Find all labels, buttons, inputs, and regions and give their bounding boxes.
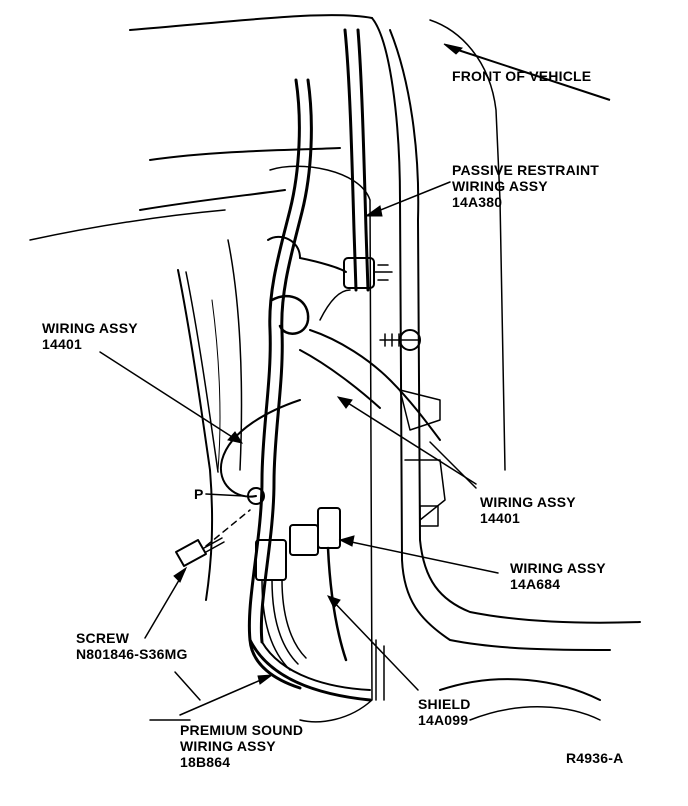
label-line: PASSIVE RESTRAINT: [452, 162, 600, 178]
screw-shank: [203, 537, 225, 553]
sill-line-2: [469, 706, 601, 721]
arrowhead-passive-restraint: [364, 205, 383, 217]
label-line: SCREW: [76, 630, 130, 646]
label-line: WIRING ASSY: [180, 738, 276, 754]
harness-bottom-sweep: [248, 638, 372, 702]
screw-body: [175, 539, 207, 567]
front-arrow-line: [451, 47, 611, 101]
grommet-spring: [379, 333, 421, 347]
lower-wire-bundle: [261, 579, 307, 671]
arrowhead-wiring-left: [227, 431, 244, 444]
label-line: PREMIUM SOUND: [180, 722, 304, 738]
harness-bottom-sweep-2: [261, 641, 371, 691]
screw-dash-line: [205, 509, 251, 547]
door-bracket: [399, 389, 441, 431]
label-line: 14A099: [418, 712, 469, 728]
label-line: WIRING ASSY: [480, 494, 576, 510]
rear-panel-line: [499, 199, 506, 471]
frame-line-2: [29, 209, 226, 241]
mid-wire-1: [309, 329, 441, 441]
lower-connector-2: [289, 524, 319, 556]
label-shield: SHIELD 14A099: [418, 696, 471, 728]
leader-wiring-14401-right-1: [339, 397, 477, 485]
mid-wire-2: [299, 349, 381, 409]
leader-shield: [329, 597, 419, 691]
sill-line: [439, 678, 601, 701]
arrowhead-premium-sound: [257, 674, 274, 685]
b-pillar-inner: [389, 29, 641, 624]
arrowhead-screw: [173, 566, 188, 583]
inner-panel-edge: [227, 239, 243, 471]
restraint-connector-clip: [373, 264, 393, 281]
label-line: WIRING ASSY: [452, 178, 548, 194]
harness-loop-1: [270, 294, 310, 335]
ground-wire: [219, 399, 301, 498]
label-line: 14401: [42, 336, 82, 352]
label-line: WIRING ASSY: [42, 320, 138, 336]
label-line: 18B864: [180, 754, 231, 770]
restraint-harness-2: [356, 28, 370, 292]
frame-line-1: [139, 189, 286, 211]
lower-body-line-2: [174, 671, 201, 701]
label-line: 14A380: [452, 194, 503, 210]
label-line: 14401: [480, 510, 520, 526]
leader-wiring-14401-right-2: [429, 441, 477, 489]
leader-wiring-14401-left: [99, 351, 241, 443]
restraint-harness-1: [343, 28, 358, 292]
harness-branch-1: [299, 257, 347, 273]
trim-strip: [177, 269, 214, 601]
lower-connector-1: [255, 539, 287, 581]
leader-passive-restraint: [367, 181, 451, 216]
figure-id: R4936-A: [566, 750, 623, 766]
rear-edge: [429, 19, 501, 201]
inner-panel: [269, 165, 373, 723]
shield-panel: [375, 639, 385, 701]
label-passive-restraint: PASSIVE RESTRAINT WIRING ASSY 14A380: [452, 162, 599, 210]
label-premium-sound: PREMIUM SOUND WIRING ASSY 18B864: [180, 722, 303, 770]
label-p-callout: P: [194, 486, 204, 502]
label-wiring-assy-left: WIRING ASSY 14401: [42, 320, 138, 352]
arrowhead-wiring-right-1: [336, 396, 353, 409]
leader-screw: [144, 569, 186, 639]
label-line: SHIELD: [418, 696, 471, 712]
label-screw: SCREW N801846-S36MG: [76, 630, 188, 662]
leader-14a684: [341, 539, 499, 574]
harness-loop-2: [267, 235, 301, 259]
leader-premium-sound: [179, 675, 271, 716]
ground-eyelet: [247, 487, 265, 505]
door-bracket-2: [404, 459, 446, 521]
label-wiring-assy-14a684: WIRING ASSY 14A684: [510, 560, 606, 592]
label-front-of-vehicle: FRONT OF VEHICLE: [452, 68, 591, 84]
label-line: P: [194, 486, 204, 502]
arrowhead-14a684: [338, 535, 355, 547]
leader-p: [205, 493, 245, 497]
arrowhead-shield: [327, 595, 341, 609]
inner-panel-edge-2: [211, 299, 221, 471]
label-wiring-assy-right: WIRING ASSY 14401: [480, 494, 576, 526]
main-harness-left: [247, 78, 302, 690]
mid-wire-3: [319, 289, 351, 321]
label-line: FRONT OF VEHICLE: [452, 68, 592, 84]
connector-14a684: [317, 507, 341, 549]
label-line: 14A684: [510, 576, 561, 592]
door-opening-outline: [129, 14, 373, 31]
label-line: WIRING ASSY: [510, 560, 606, 576]
label-line: R4936-A: [566, 750, 624, 766]
restraint-connector: [343, 257, 375, 289]
label-line: N801846-S36MG: [76, 646, 188, 662]
bracket-tab: [419, 505, 439, 527]
b-pillar-outer: [371, 17, 611, 651]
main-harness-right: [259, 78, 313, 644]
trim-strip-2: [185, 271, 219, 473]
upper-frame-curve: [149, 147, 341, 161]
